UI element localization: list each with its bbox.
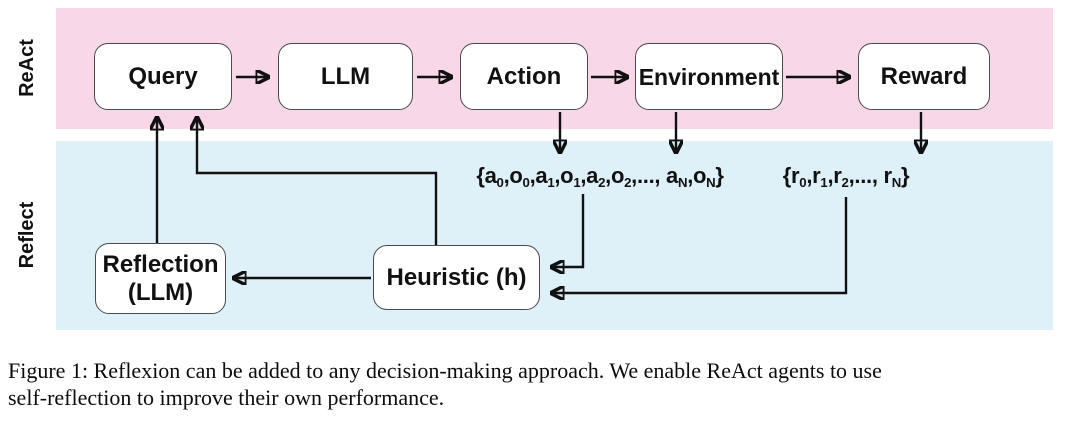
node-reflection-line1: Reflection (102, 250, 219, 278)
arrow-heuristic-to-query (197, 118, 438, 245)
node-reflection-line2: (LLM) (127, 278, 194, 306)
node-query: Query (94, 43, 232, 110)
arrow-rewards-to-heuristic (552, 197, 848, 293)
diagram-edges (0, 0, 1080, 340)
rewards-text: {r0,r1,r2,..., rN} (782, 163, 910, 190)
node-reward: Reward (858, 43, 990, 110)
figure-caption-line1: Figure 1: Reflexion can be added to any … (8, 358, 882, 383)
node-llm: LLM (278, 43, 413, 110)
node-action: Action (460, 43, 588, 110)
figure-caption-line2: self-reflection to improve their own per… (8, 385, 445, 410)
figure-caption: Figure 1: Reflexion can be added to any … (8, 357, 1076, 411)
arrow-trajectory-to-heuristic (552, 194, 585, 267)
trajectory-text: {a0,o0,a1,o1,a2,o2,..., aN,oN} (476, 163, 724, 190)
node-environment: Environment (635, 43, 783, 110)
node-reflection: Reflection (LLM) (95, 243, 226, 314)
node-heuristic: Heuristic (h) (373, 245, 540, 310)
